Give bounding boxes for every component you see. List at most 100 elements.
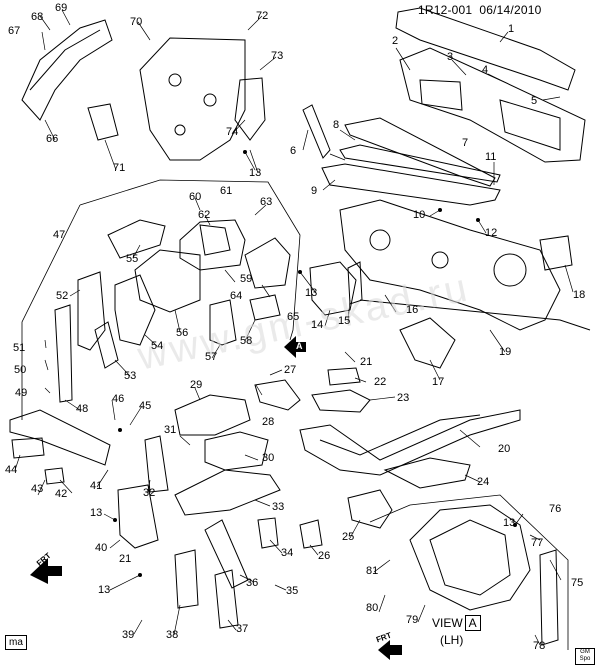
- callout-21-b[interactable]: 21: [119, 553, 132, 565]
- callout-13-c[interactable]: 13: [90, 507, 103, 519]
- callout-58[interactable]: 58: [240, 335, 253, 347]
- callout-32[interactable]: 32: [143, 487, 156, 499]
- callout-80[interactable]: 80: [366, 602, 379, 614]
- callout-53[interactable]: 53: [124, 370, 137, 382]
- callout-23[interactable]: 23: [397, 392, 410, 404]
- callout-29[interactable]: 29: [190, 379, 203, 391]
- callout-77[interactable]: 77: [531, 537, 544, 549]
- callout-78[interactable]: 78: [533, 640, 546, 652]
- callout-42[interactable]: 42: [55, 488, 68, 500]
- callout-36[interactable]: 36: [246, 577, 259, 589]
- callout-9[interactable]: 9: [311, 185, 318, 197]
- callout-13-a[interactable]: 13: [249, 167, 262, 179]
- callout-13-b[interactable]: 13: [305, 287, 318, 299]
- callout-71[interactable]: 71: [113, 162, 126, 174]
- callout-17[interactable]: 17: [432, 376, 445, 388]
- callout-16[interactable]: 16: [406, 304, 419, 316]
- callout-40[interactable]: 40: [95, 542, 108, 554]
- callout-72[interactable]: 72: [256, 10, 269, 22]
- callout-7[interactable]: 7: [462, 137, 469, 149]
- callout-20[interactable]: 20: [498, 443, 511, 455]
- crossmember-42: [9, 409, 111, 466]
- callout-13-e[interactable]: 13: [503, 517, 516, 529]
- callout-74[interactable]: 74: [226, 126, 239, 138]
- callout-79[interactable]: 79: [406, 614, 419, 626]
- view-a-marker-label: A: [296, 341, 303, 351]
- callout-48[interactable]: 48: [76, 403, 89, 415]
- callout-24[interactable]: 24: [477, 476, 490, 488]
- cowl-top-panel: [395, 7, 576, 91]
- callout-25[interactable]: 25: [342, 531, 355, 543]
- callout-31[interactable]: 31: [164, 424, 177, 436]
- group-outline-47: [79, 179, 301, 341]
- callout-27[interactable]: 27: [284, 364, 297, 376]
- frt-arrow-left: [30, 558, 62, 584]
- callout-56[interactable]: 56: [176, 327, 189, 339]
- callout-13-d[interactable]: 13: [98, 584, 111, 596]
- callout-60[interactable]: 60: [189, 191, 202, 203]
- callout-18[interactable]: 18: [573, 289, 586, 301]
- callout-46[interactable]: 46: [112, 393, 125, 405]
- callout-10[interactable]: 10: [413, 209, 426, 221]
- panel-14: [309, 261, 357, 316]
- callout-21-a[interactable]: 21: [360, 356, 373, 368]
- callout-22[interactable]: 22: [374, 376, 387, 388]
- callout-54[interactable]: 54: [151, 340, 164, 352]
- dash-panel: [339, 199, 561, 331]
- callout-64[interactable]: 64: [230, 290, 243, 302]
- callout-62[interactable]: 62: [198, 209, 211, 221]
- callout-28[interactable]: 28: [262, 416, 275, 428]
- callout-37[interactable]: 37: [236, 623, 249, 635]
- callout-8[interactable]: 8: [333, 119, 340, 131]
- callout-5[interactable]: 5: [531, 95, 538, 107]
- callout-52[interactable]: 52: [56, 290, 69, 302]
- callout-68[interactable]: 68: [31, 11, 44, 23]
- callout-51[interactable]: 51: [13, 342, 26, 354]
- callout-1[interactable]: 1: [508, 23, 515, 35]
- callout-35[interactable]: 35: [286, 585, 299, 597]
- diagram-header: 1R12-001 06/14/2010: [418, 3, 541, 17]
- callout-69[interactable]: 69: [55, 2, 68, 14]
- callout-11[interactable]: 11: [485, 151, 497, 163]
- panel-55: [107, 219, 166, 259]
- callout-67[interactable]: 67: [8, 25, 21, 37]
- callout-34[interactable]: 34: [281, 547, 294, 559]
- callout-6[interactable]: 6: [290, 145, 297, 157]
- callout-65[interactable]: 65: [287, 311, 300, 323]
- callout-47[interactable]: 47: [53, 229, 66, 241]
- callout-3[interactable]: 3: [447, 51, 454, 63]
- callout-76[interactable]: 76: [549, 503, 562, 515]
- gm-logo-line1: GM: [580, 649, 590, 655]
- callout-14[interactable]: 14: [311, 319, 324, 331]
- callout-73[interactable]: 73: [271, 50, 284, 62]
- callout-66[interactable]: 66: [46, 133, 59, 145]
- callout-30[interactable]: 30: [262, 452, 275, 464]
- callout-33[interactable]: 33: [272, 501, 285, 513]
- callout-38[interactable]: 38: [166, 629, 179, 641]
- callout-49[interactable]: 49: [15, 387, 28, 399]
- callout-55[interactable]: 55: [126, 253, 139, 265]
- callout-41[interactable]: 41: [90, 480, 103, 492]
- callout-75[interactable]: 75: [571, 577, 584, 589]
- callout-19[interactable]: 19: [499, 346, 512, 358]
- callout-70[interactable]: 70: [130, 16, 143, 28]
- callout-2[interactable]: 2: [392, 35, 399, 47]
- callout-44[interactable]: 44: [5, 464, 18, 476]
- callout-63[interactable]: 63: [260, 196, 273, 208]
- callout-45[interactable]: 45: [139, 400, 152, 412]
- callout-39[interactable]: 39: [122, 629, 135, 641]
- callout-26[interactable]: 26: [318, 550, 331, 562]
- callout-12[interactable]: 12: [485, 227, 498, 239]
- callout-50[interactable]: 50: [14, 364, 27, 376]
- callout-43[interactable]: 43: [31, 483, 44, 495]
- view-a-outline: [369, 494, 569, 650]
- cowl-bar-7: [339, 144, 501, 183]
- callout-57[interactable]: 57: [205, 351, 218, 363]
- callout-15[interactable]: 15: [338, 315, 351, 327]
- ma-label: ma: [5, 635, 27, 650]
- callout-59[interactable]: 59: [240, 273, 253, 285]
- callout-61[interactable]: 61: [220, 185, 233, 197]
- callout-81[interactable]: 81: [366, 565, 379, 577]
- callout-4[interactable]: 4: [482, 64, 489, 76]
